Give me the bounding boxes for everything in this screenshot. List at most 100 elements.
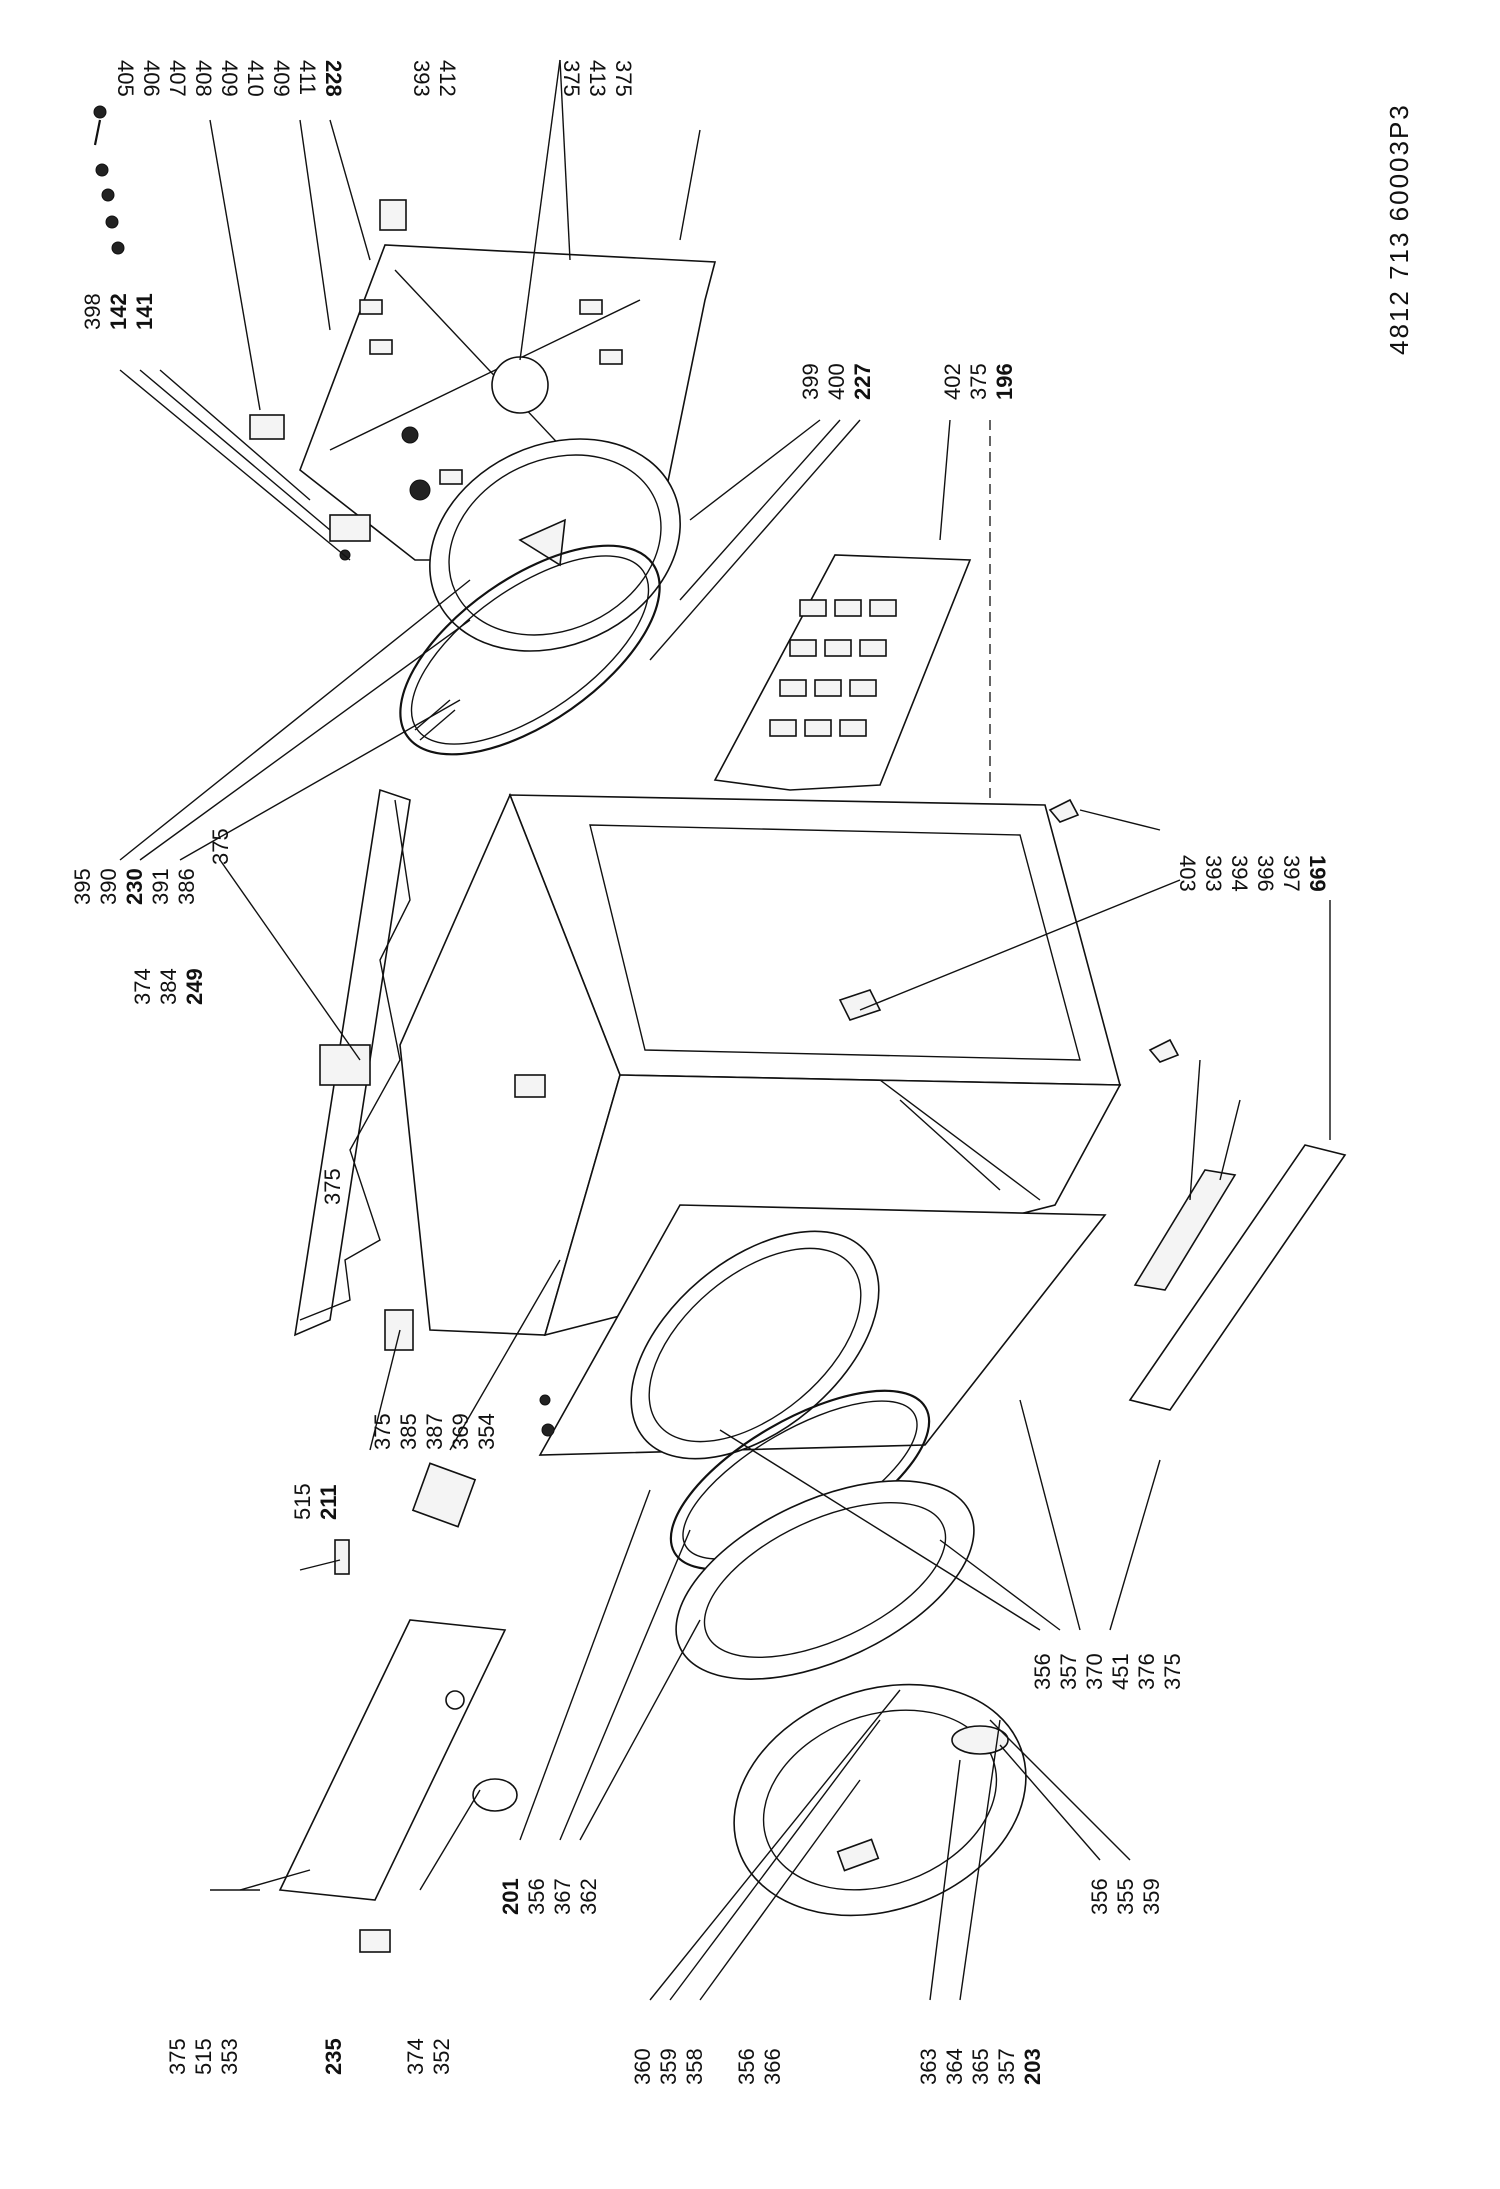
part-label: 141 bbox=[132, 293, 157, 330]
label-group-rear-left: 398 142 141 bbox=[80, 293, 157, 330]
top-cover-part bbox=[293, 788, 411, 1337]
part-label: 410 bbox=[243, 60, 268, 97]
label-group-top: 405 406 407 408 409 410 409 411 228 393 … bbox=[113, 60, 636, 97]
fastener-stack-part bbox=[93, 105, 371, 561]
part-label: 515 bbox=[290, 1483, 315, 1520]
part-label: 359 bbox=[656, 2048, 681, 2085]
control-panel-part bbox=[278, 1462, 518, 1953]
part-label: 515 bbox=[191, 2038, 216, 2075]
part-label: 375 bbox=[611, 60, 636, 97]
part-label: 352 bbox=[429, 2038, 454, 2075]
part-label: 385 bbox=[396, 1413, 421, 1450]
part-label: 386 bbox=[174, 868, 199, 905]
part-label: 409 bbox=[269, 60, 294, 97]
part-label: 397 bbox=[1279, 855, 1304, 892]
part-label: 365 bbox=[968, 2048, 993, 2085]
part-label: 375 bbox=[559, 60, 584, 97]
part-label: 394 bbox=[1227, 855, 1252, 892]
plinth-part bbox=[1128, 1144, 1347, 1411]
back-panel-part bbox=[713, 554, 972, 791]
part-label: 375 bbox=[320, 1168, 345, 1205]
part-label: 393 bbox=[1201, 855, 1226, 892]
part-label: 391 bbox=[148, 868, 173, 905]
part-label: 356 bbox=[1030, 1653, 1055, 1690]
part-label: 201 bbox=[498, 1878, 523, 1915]
part-label: 235 bbox=[321, 2038, 346, 2075]
part-label: 354 bbox=[474, 1413, 499, 1450]
part-label: 399 bbox=[798, 363, 823, 400]
part-label: 387 bbox=[422, 1413, 447, 1450]
part-label: 142 bbox=[106, 293, 131, 330]
part-label: 393 bbox=[409, 60, 434, 97]
part-label: 357 bbox=[1056, 1653, 1081, 1690]
part-label: 203 bbox=[1020, 2048, 1045, 2085]
label-group-right-side: 403 393 394 396 397 199 bbox=[1175, 855, 1330, 892]
document-code: 4812 713 60003P3 bbox=[1384, 103, 1414, 355]
part-label: 411 bbox=[295, 60, 320, 95]
label-group-back-panel: 402 375 196 bbox=[940, 363, 1017, 400]
part-label: 356 bbox=[734, 2048, 759, 2085]
part-label: 355 bbox=[1113, 1878, 1138, 1915]
part-label: 356 bbox=[524, 1878, 549, 1915]
part-label: 367 bbox=[550, 1878, 575, 1915]
part-label: 228 bbox=[321, 60, 346, 97]
bracket-parts bbox=[379, 199, 1180, 1406]
part-label: 370 bbox=[1082, 1653, 1107, 1690]
part-label: 375 bbox=[1160, 1653, 1185, 1690]
label-group-top-cover-375: 375 bbox=[208, 828, 233, 865]
part-label: 412 bbox=[435, 60, 460, 97]
label-group-top-cover: 375 bbox=[320, 1168, 345, 1205]
label-group-drum-back: 399 400 227 bbox=[798, 363, 875, 400]
part-label: 375 bbox=[165, 2038, 190, 2075]
part-label: 357 bbox=[994, 2048, 1019, 2085]
label-group-bottom-left: 375 515 353 235 374 352 bbox=[165, 2038, 454, 2075]
door-ring-part bbox=[733, 1683, 1027, 1917]
label-group-top-cover-upper: 374 384 249 bbox=[130, 968, 207, 1005]
part-label: 398 bbox=[80, 293, 105, 330]
label-group-door-mid: 363 364 365 357 203 bbox=[916, 2048, 1045, 2085]
part-label: 400 bbox=[824, 363, 849, 400]
part-label: 196 bbox=[992, 363, 1017, 400]
part-label: 363 bbox=[916, 2048, 941, 2085]
part-label: 356 bbox=[1087, 1878, 1112, 1915]
part-label: 406 bbox=[139, 60, 164, 97]
part-label: 358 bbox=[682, 2048, 707, 2085]
part-label: 390 bbox=[96, 868, 121, 905]
label-group-front-ring: 201 356 367 362 bbox=[498, 1878, 601, 1915]
part-label: 360 bbox=[630, 2048, 655, 2085]
label-group-door-right: 356 355 359 bbox=[1087, 1878, 1164, 1915]
label-group-control: 515 211 bbox=[290, 1483, 341, 1520]
front-panel-part bbox=[538, 1204, 1107, 1460]
part-label: 375 bbox=[370, 1413, 395, 1450]
part-label: 374 bbox=[130, 968, 155, 1005]
part-label: 353 bbox=[217, 2038, 242, 2075]
drum-back-part bbox=[399, 438, 681, 756]
part-label: 364 bbox=[942, 2048, 967, 2085]
part-label: 413 bbox=[585, 60, 610, 97]
part-label: 227 bbox=[850, 363, 875, 400]
part-label: 359 bbox=[1139, 1878, 1164, 1915]
part-label: 396 bbox=[1253, 855, 1278, 892]
cabinet-part bbox=[399, 792, 1122, 1337]
part-label: 405 bbox=[113, 60, 138, 97]
part-label: 395 bbox=[70, 868, 95, 905]
part-label: 376 bbox=[1134, 1653, 1159, 1690]
part-label: 199 bbox=[1305, 855, 1330, 892]
label-group-door-left: 360 359 358 356 366 bbox=[630, 2048, 785, 2085]
part-label: 230 bbox=[122, 868, 147, 905]
part-label: 408 bbox=[191, 60, 216, 97]
part-label: 375 bbox=[966, 363, 991, 400]
part-label: 375 bbox=[208, 828, 233, 865]
part-label: 366 bbox=[760, 2048, 785, 2085]
part-label: 362 bbox=[576, 1878, 601, 1915]
part-label: 409 bbox=[217, 60, 242, 97]
part-label: 249 bbox=[182, 968, 207, 1005]
label-group-heater: 395 390 230 391 386 bbox=[70, 868, 199, 905]
front-ring-part bbox=[669, 1389, 975, 1680]
part-label: 369 bbox=[448, 1413, 473, 1450]
part-label: 384 bbox=[156, 968, 181, 1005]
label-group-cabinet-left: 375 385 387 369 354 bbox=[370, 1413, 499, 1450]
part-label: 402 bbox=[940, 363, 965, 400]
leader-lines bbox=[119, 59, 1331, 2001]
